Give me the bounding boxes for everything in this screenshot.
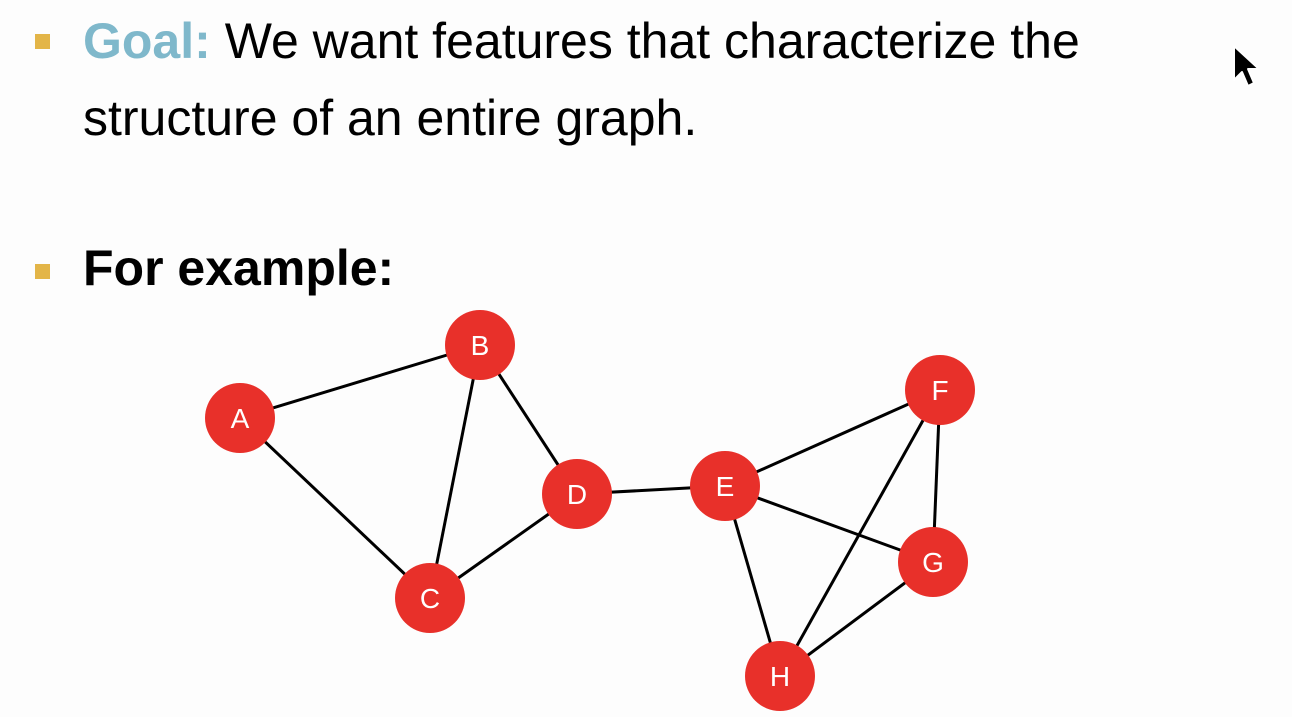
node-label: F [931,375,948,406]
node-circle [690,451,760,521]
node-circle [445,310,515,380]
node-label: B [471,330,490,361]
node-label: H [770,661,790,692]
edge-a-c [238,416,432,600]
edge-b-c [428,344,482,599]
node-circle [205,383,275,453]
node-label: A [231,403,250,434]
node-c: C [395,563,465,633]
bullet-square-icon [35,34,50,49]
node-b: B [445,310,515,380]
node-circle [745,641,815,711]
edge-a-b [239,343,481,420]
node-circle [542,459,612,529]
example-heading: For example: [83,240,395,296]
node-circle [395,563,465,633]
bullet-square-icon [35,264,50,279]
node-circle [898,527,968,597]
node-label: C [420,583,440,614]
mouse-pointer-icon [1233,45,1260,87]
node-label: D [567,479,587,510]
edge-f-h [778,389,942,677]
node-g: G [898,527,968,597]
node-e: E [690,451,760,521]
node-f: F [905,355,975,425]
edge-e-f [724,388,941,488]
goal-text-1: We want features that characterize the [210,13,1080,69]
node-h: H [745,641,815,711]
goal-line-2: structure of an entire graph. [83,90,698,146]
node-d: D [542,459,612,529]
node-circle [905,355,975,425]
goal-label: Goal: [83,13,211,69]
node-label: G [922,547,944,578]
goal-line-1: Goal: We want features that characterize… [83,11,1080,71]
edge-e-g [724,484,934,564]
node-a: A [205,383,275,453]
graph-nodes: A B C D E F G H [205,310,975,711]
node-label: E [716,471,735,502]
